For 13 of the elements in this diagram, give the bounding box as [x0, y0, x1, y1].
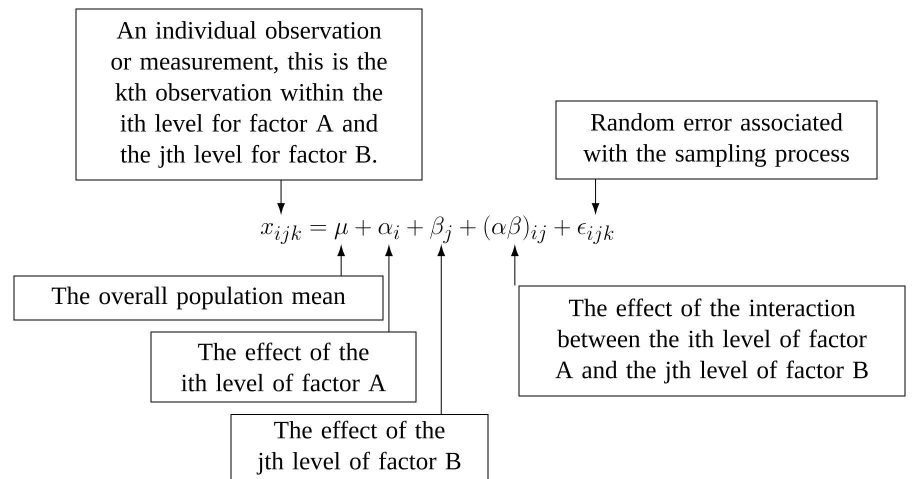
arrow	[385, 246, 393, 332]
text-box: The effect of the ith level of factor A	[150, 332, 416, 402]
text-box: Random error associated with the sampling process	[556, 100, 878, 180]
arrow	[511, 246, 519, 286]
text-box: The effect of the interaction between the ith level of factor A and the jth level of factor B	[518, 286, 906, 396]
text-box: An individual observation or measurement, this is the kth observation within the ith level for factor A and the jth level for factor B.	[76, 8, 422, 180]
arrow	[592, 179, 600, 214]
arrow	[337, 246, 345, 276]
arrow	[438, 246, 445, 414]
arrow	[277, 180, 285, 214]
equation: $x_{ijk} = \mu + \alpha_i + \beta_j + (\alpha\beta)_{ij} + \epsilon_{ijk}$	[260, 215, 614, 244]
text-box: The overall population mean	[14, 276, 384, 320]
text-box: The effect of the jth level of factor B	[230, 414, 488, 479]
